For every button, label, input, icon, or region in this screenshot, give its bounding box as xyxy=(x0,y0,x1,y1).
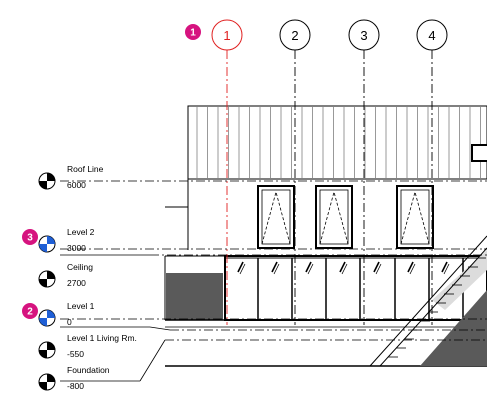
level-elevation: 6000 xyxy=(67,180,86,190)
level-3[interactable]: Level 1 0 xyxy=(38,301,487,327)
level-head-icon[interactable] xyxy=(38,309,56,327)
grid-bubble-icon[interactable] xyxy=(348,19,380,51)
level-1[interactable]: Level 2 3000 xyxy=(38,227,487,253)
callout-badge-icon: 1 xyxy=(185,24,201,40)
grid-lines[interactable]: 1 2 3 4 xyxy=(211,19,448,325)
level-5[interactable]: Foundation -800 xyxy=(38,339,487,391)
grid-bubble-icon[interactable] xyxy=(416,19,448,51)
level-elevation: -800 xyxy=(67,381,84,391)
level-elevation: 3000 xyxy=(67,243,86,253)
roof-cladding xyxy=(187,105,487,180)
upper-window-3[interactable] xyxy=(396,185,434,249)
level-elevation: 0 xyxy=(67,317,72,327)
grid-label: 1 xyxy=(223,28,230,43)
level-head-icon[interactable] xyxy=(38,172,56,190)
level-head-icon[interactable] xyxy=(38,235,56,253)
level-name: Ceiling xyxy=(67,262,93,272)
callout-badges: 1 2 3 xyxy=(22,24,201,319)
dark-wall-block xyxy=(166,273,223,320)
level-name: Foundation xyxy=(67,365,110,375)
grid-3[interactable]: 3 xyxy=(348,19,380,325)
grid-label: 2 xyxy=(291,28,298,43)
upper-window-2[interactable] xyxy=(315,185,353,249)
level-0[interactable]: Roof Line 6000 xyxy=(38,164,487,190)
level-name: Roof Line xyxy=(67,164,104,174)
upper-window-1[interactable] xyxy=(257,185,295,249)
level-elevation: -550 xyxy=(67,349,84,359)
level-head-icon[interactable] xyxy=(38,270,56,288)
level-head-icon[interactable] xyxy=(38,373,56,391)
callout-number: 1 xyxy=(190,28,196,39)
callout-number: 2 xyxy=(27,307,33,318)
grid-label: 3 xyxy=(360,28,367,43)
callout-number: 3 xyxy=(27,233,33,244)
grid-label: 4 xyxy=(428,28,435,43)
grid-bubble-icon[interactable] xyxy=(279,19,311,51)
callout-badge-icon: 2 xyxy=(22,303,38,319)
grid-bubble-icon[interactable] xyxy=(211,19,243,51)
level-name: Level 2 xyxy=(67,227,95,237)
building-elevation[interactable] xyxy=(164,105,487,367)
level-head-icon[interactable] xyxy=(38,341,56,359)
stair-section[interactable] xyxy=(369,235,487,367)
vent xyxy=(471,144,487,162)
level-2[interactable]: Ceiling 2700 xyxy=(38,254,487,288)
level-elevation: 2700 xyxy=(67,278,86,288)
level-4[interactable]: Level 1 Living Rm. -550 xyxy=(38,326,487,359)
level-name: Level 1 Living Rm. xyxy=(67,333,137,343)
grid-4[interactable]: 4 xyxy=(416,19,448,325)
callout-badge-icon: 3 xyxy=(22,229,38,245)
level-name: Level 1 xyxy=(67,301,95,311)
grid-1[interactable]: 1 xyxy=(211,19,243,325)
grid-2[interactable]: 2 xyxy=(279,19,311,325)
